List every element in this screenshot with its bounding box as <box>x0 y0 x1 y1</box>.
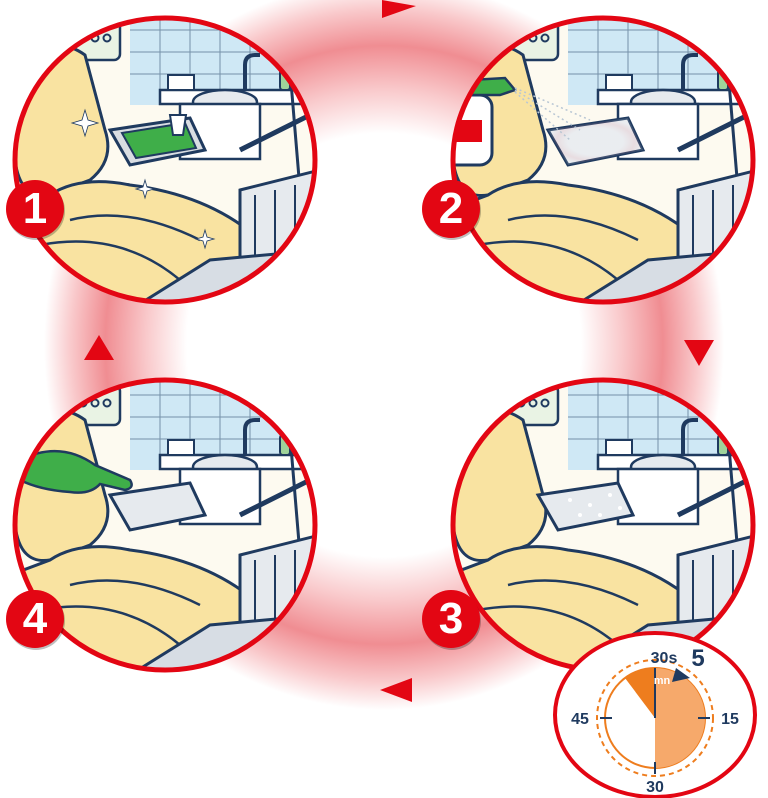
step-2-badge: 2 <box>422 180 480 238</box>
timer-label-right: 15 <box>721 711 739 728</box>
timer-label-left: 45 <box>571 711 589 728</box>
step-1-badge: 1 <box>6 180 64 238</box>
timer-unit-label: mn <box>654 675 671 687</box>
step-4-badge: 4 <box>6 590 64 648</box>
contact-time-timer: 30s 5 mn 15 30 45 <box>555 633 755 797</box>
timer-label-bottom: 30 <box>646 779 664 796</box>
timer-minutes-value: 5 <box>691 645 704 672</box>
step-3-badge: 3 <box>422 590 480 648</box>
timer-label-top: 30s <box>651 650 678 667</box>
